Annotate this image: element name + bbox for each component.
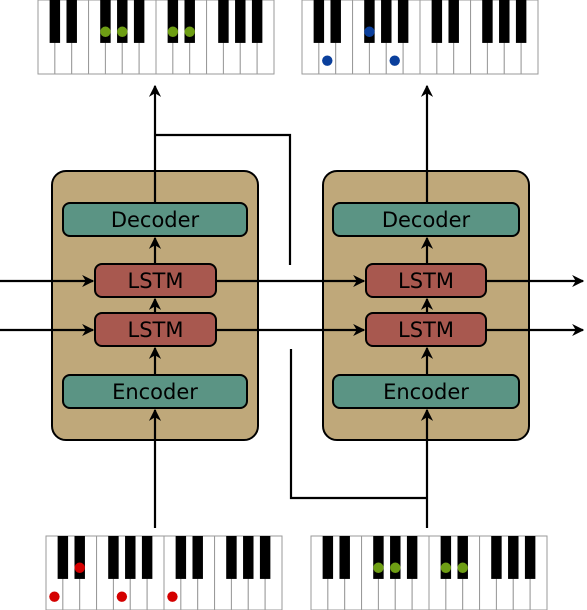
black-key [397, 0, 409, 43]
note-marker [74, 562, 85, 573]
black-key [508, 536, 519, 579]
black-key [184, 0, 195, 43]
black-key [313, 0, 325, 43]
connection-arrows [0, 84, 585, 528]
black-key [57, 536, 69, 579]
black-key [364, 0, 375, 43]
black-key [133, 0, 145, 43]
black-key [330, 0, 341, 43]
black-key [440, 536, 452, 579]
input-keyboard-right [310, 535, 548, 610]
black-key [49, 0, 61, 43]
note-marker [322, 55, 333, 66]
note-marker [100, 26, 111, 37]
feedback-wire-top [155, 133, 292, 265]
decoder-label-left: Decoder [111, 208, 200, 232]
black-key [390, 536, 401, 579]
note-marker [167, 591, 178, 602]
note-marker [373, 562, 384, 573]
encoder-label-right: Encoder [383, 380, 469, 404]
black-key [175, 536, 187, 579]
note-marker [167, 26, 179, 37]
black-key [243, 536, 254, 579]
note-marker [184, 26, 195, 37]
note-marker [364, 26, 375, 37]
black-key [74, 536, 85, 579]
black-key [406, 536, 418, 579]
black-key [322, 536, 334, 579]
encoder-label-left: Encoder [112, 380, 198, 404]
output-keyboard-right [301, 0, 539, 75]
black-key [448, 0, 459, 43]
decoder-label-right: Decoder [382, 208, 471, 232]
input-keyboard-left [45, 535, 283, 610]
lstm-upper-label-left: LSTM [128, 269, 184, 293]
note-marker [457, 562, 468, 573]
lstm-lower-label-left: LSTM [128, 318, 184, 342]
black-key [141, 536, 153, 579]
black-key [125, 536, 136, 579]
output-keyboard-left [37, 0, 275, 75]
lstm-upper-label-right: LSTM [398, 269, 454, 293]
black-key [499, 0, 510, 43]
black-key [457, 536, 468, 579]
black-key [491, 536, 502, 579]
note-marker [440, 562, 452, 573]
black-key [66, 0, 77, 43]
black-key [373, 536, 384, 579]
black-key [167, 0, 179, 43]
note-marker [390, 562, 401, 573]
black-key [431, 0, 443, 43]
black-key [117, 0, 128, 43]
black-key [482, 0, 493, 43]
note-marker [117, 26, 128, 37]
black-key [515, 0, 527, 43]
black-key [192, 536, 203, 579]
black-key [218, 0, 229, 43]
black-key [226, 536, 237, 579]
black-key [524, 536, 536, 579]
black-key [108, 536, 119, 579]
note-marker [49, 591, 60, 602]
note-marker [116, 591, 128, 602]
black-key [339, 536, 350, 579]
black-key [100, 0, 111, 43]
black-key [251, 0, 263, 43]
lstm-lower-label-right: LSTM [398, 318, 454, 342]
black-key [381, 0, 392, 43]
note-marker [389, 55, 400, 66]
black-key [235, 0, 246, 43]
black-key [259, 536, 271, 579]
feedback-wire-bottom [289, 349, 427, 500]
